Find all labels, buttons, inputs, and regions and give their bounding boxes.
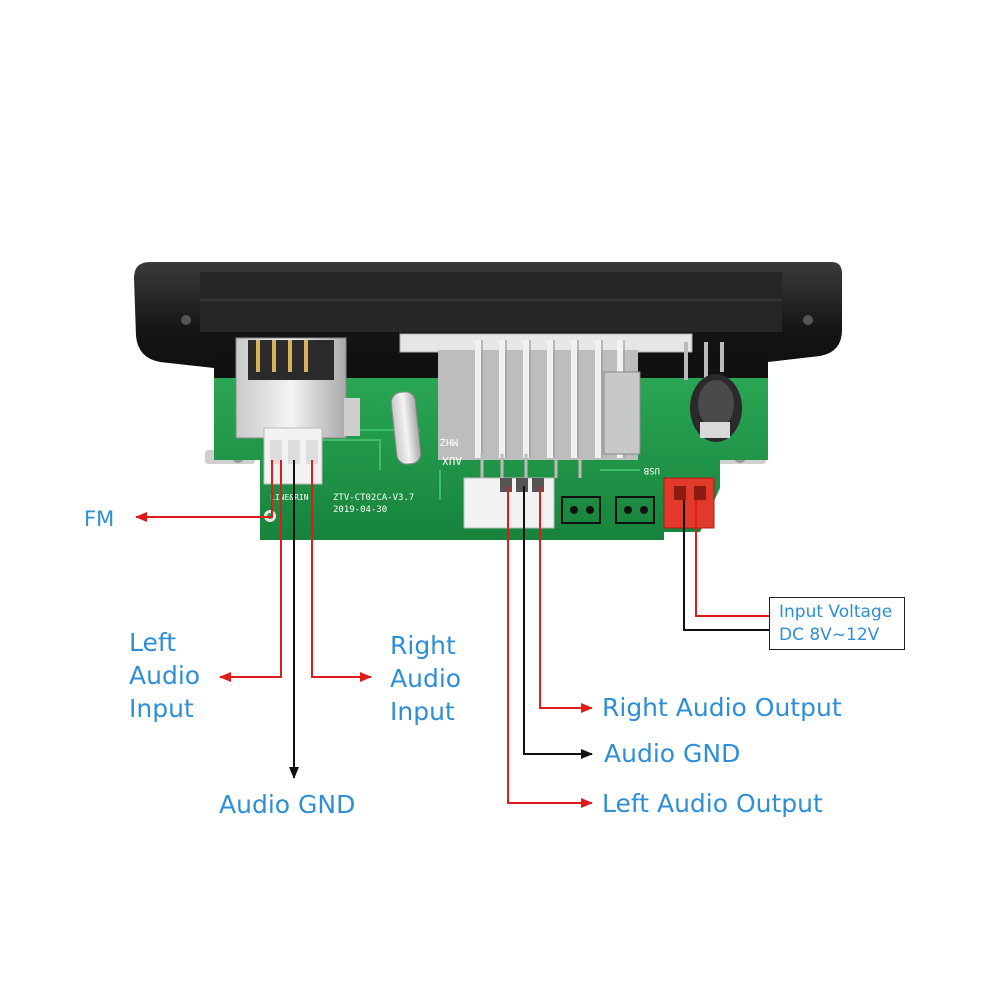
left-audio-output-wire [507,486,593,808]
left-audio-input-line-1: Left [129,628,177,657]
audio-gnd-output-wire [523,486,593,759]
right-audio-output-label: Right Audio Output [602,693,842,722]
left-audio-input-line-3: Input [129,694,194,723]
left-audio-output-label: Left Audio Output [602,789,823,818]
left-audio-input-line-2: Audio [129,661,201,690]
silkscreen-line: LINE&RIN [270,493,309,502]
silkscreen-date: 2019-04-30 [333,505,387,515]
silkscreen-usb: USB [644,465,660,475]
right-audio-input-wire [311,460,372,682]
right-audio-input-line-2: Audio [390,664,462,693]
right-audio-input-line-1: Right [390,631,456,660]
right-audio-input-line-3: Input [390,697,455,726]
input-voltage-box: Input Voltage DC 8V~12V [769,597,905,650]
right-audio-input-label: Right Audio Input [390,629,461,728]
power-connector [663,477,715,529]
audio-gnd-output-label: Audio GND [604,739,741,768]
right-audio-output-wire [539,486,593,713]
fm-label: FM [84,507,115,531]
left-audio-input-wire [219,460,282,682]
audio-gnd-input-label: Audio GND [219,790,356,819]
power-gnd-wire [683,500,769,631]
heatsink [399,333,693,460]
power-positive-wire [695,500,769,617]
input-voltage-range: DC 8V~12V [779,625,880,645]
left-audio-input-label: Left Audio Input [129,626,200,725]
usb-port [235,337,360,439]
input-voltage-title: Input Voltage [779,602,893,622]
crystal [390,391,422,465]
silkscreen-mhz: MHZ [440,436,458,447]
silkscreen-model: ZTV-CT02CA-V3.7 [333,493,414,503]
capacitor [684,342,742,442]
fm-wire [135,460,273,522]
silkscreen-aux: AUX [442,454,462,467]
